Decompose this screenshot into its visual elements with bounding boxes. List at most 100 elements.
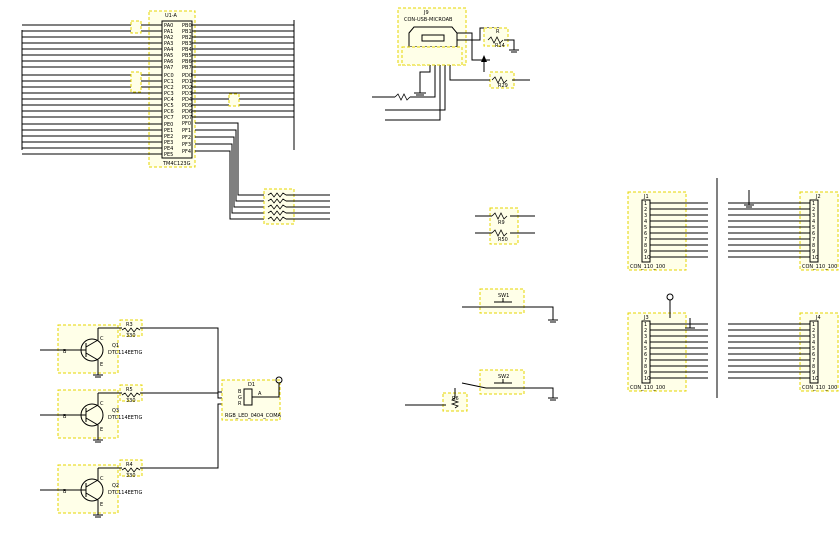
rgb-pin-g: G	[238, 395, 242, 401]
header-part: CON_110_100	[630, 385, 665, 391]
header-pin-number: 8	[812, 364, 815, 370]
transistor-outline	[57, 389, 119, 439]
transistor-pin-c: C	[100, 401, 104, 407]
mcu-pin-label: PC0	[164, 73, 174, 79]
header-pin-number: 3	[644, 334, 647, 340]
mcu-pin-label: PB0	[182, 23, 192, 29]
mcu-pin-label: PE5	[164, 152, 173, 158]
mcu-pin-label: PD3	[182, 91, 192, 97]
header-pin-number: 8	[644, 364, 647, 370]
mcu-pin-label: PB7	[182, 65, 192, 71]
transistor-part: DTC114EETIG	[108, 415, 142, 421]
mcu-pin-label: PD2	[182, 85, 192, 91]
rgb-led-outline	[221, 379, 281, 421]
rgb-led: D1 RGB_LED_0404_COMA B G R A	[221, 376, 283, 421]
mcu-pin-label: PA7	[164, 65, 173, 71]
header-ref: J2	[815, 194, 821, 200]
mid-resistor-box	[489, 207, 519, 245]
mcu-pin-label: PD1	[182, 79, 192, 85]
mcu-pin-label: PD4	[182, 97, 192, 103]
header-pin-number: 5	[812, 225, 815, 231]
usb-r-top: R	[496, 29, 500, 35]
header-pin-number: 4	[644, 219, 647, 225]
mcu-pin-label: PC7	[164, 115, 174, 121]
mid-r2: R50	[498, 237, 508, 243]
header-pin-number: 2	[812, 328, 815, 334]
mcu-pin-label: PA6	[164, 59, 173, 65]
header-body	[641, 320, 651, 384]
mid-resistors: R9 R50	[475, 207, 535, 245]
header-pin-number: 9	[644, 249, 647, 255]
header-pin-number: 10	[812, 255, 818, 261]
header-pin-number: 4	[812, 340, 815, 346]
mcu-left-pin-labels: PA0PA1PA2PA3PA4PA5PA6PA7PC0PC1PC2PC3PC4P…	[164, 23, 174, 158]
transistor-pin-e: E	[100, 502, 103, 508]
mcu-body	[161, 20, 193, 159]
mcu-pin-label: PA2	[164, 35, 173, 41]
rgb-pin-b: B	[238, 389, 242, 395]
header-pin-number: 9	[812, 249, 815, 255]
header-pin-number: 6	[644, 231, 647, 237]
mcu-pin-label: PB2	[182, 35, 192, 41]
header-part: CON_110_100	[802, 264, 837, 270]
mcu-pin-label: PF1	[182, 128, 191, 134]
mcu-part: TM4C123G	[162, 161, 191, 167]
header-pin-number: 7	[812, 237, 815, 243]
rgb-led-part: RGB_LED_0404_COMA	[225, 413, 282, 419]
header-ref: J3	[643, 315, 649, 321]
header-pin-number: 2	[644, 207, 647, 213]
usb-designator: J9	[423, 10, 429, 16]
header-pin-number: 2	[812, 207, 815, 213]
mcu-pin-label: PA3	[164, 41, 173, 47]
mcu-pin-label: PB5	[182, 53, 192, 59]
mcu-pin-label: PF4	[182, 149, 191, 155]
header-pin-number: 10	[644, 376, 650, 382]
mcu-pin-label: PE3	[164, 140, 173, 146]
header-pin-number: 1	[644, 201, 647, 207]
mcu-right-pin-labels: PB0PB1PB2PB3PB4PB5PB6PB7PD0PD1PD2PD3PD4P…	[182, 23, 192, 155]
header-pin-number: 8	[644, 243, 647, 249]
jumper-pc	[130, 71, 142, 93]
pf-routing	[195, 122, 330, 225]
sw2-ref: SW2	[498, 374, 509, 380]
switch-sw2: SW2 R6	[405, 369, 558, 412]
header-pin-number: 1	[812, 322, 815, 328]
transistor-pin-e: E	[100, 427, 103, 433]
header-body	[809, 199, 819, 263]
driver-resistor-ref: R5	[126, 387, 133, 393]
mcu-pin-label: PB3	[182, 41, 192, 47]
usb-connector-slot	[421, 34, 445, 42]
mcu-pin-label: PB1	[182, 29, 192, 35]
header-pin-number: 5	[812, 346, 815, 352]
header-pin-number: 10	[644, 255, 650, 261]
sw2-resistor-ref: R6	[452, 396, 459, 402]
mcu-pin-label: PE0	[164, 122, 173, 128]
mcu-pin-label: PC5	[164, 103, 174, 109]
mcu-pin-label: PA5	[164, 53, 173, 59]
transistor-ref: Q1	[112, 343, 119, 349]
header-pin-number: 7	[812, 358, 815, 364]
header-pin-number: 4	[812, 219, 815, 225]
jumper-pd	[228, 93, 240, 107]
transistor-part: DTC114EETIG	[108, 350, 142, 356]
header-body	[809, 320, 819, 384]
driver-resistor-value: 330	[126, 473, 136, 479]
mcu-pin-label: PC3	[164, 91, 174, 97]
transistor-pin-b: B	[63, 489, 67, 495]
mcu-pin-label: PA1	[164, 29, 173, 35]
driver-resistor-value: 330	[126, 333, 136, 339]
rgb-led-designator: D1	[248, 382, 255, 388]
mcu-pin-label: PB6	[182, 59, 192, 65]
header-part: CON_110_100	[802, 385, 837, 391]
header-part: CON_110_100	[630, 264, 665, 270]
header-outline	[627, 312, 687, 392]
header-pin-number: 5	[644, 346, 647, 352]
switch-sw1: SW1	[462, 288, 558, 323]
usb-r-top-value: R14	[495, 43, 505, 49]
header-outline	[799, 312, 839, 392]
